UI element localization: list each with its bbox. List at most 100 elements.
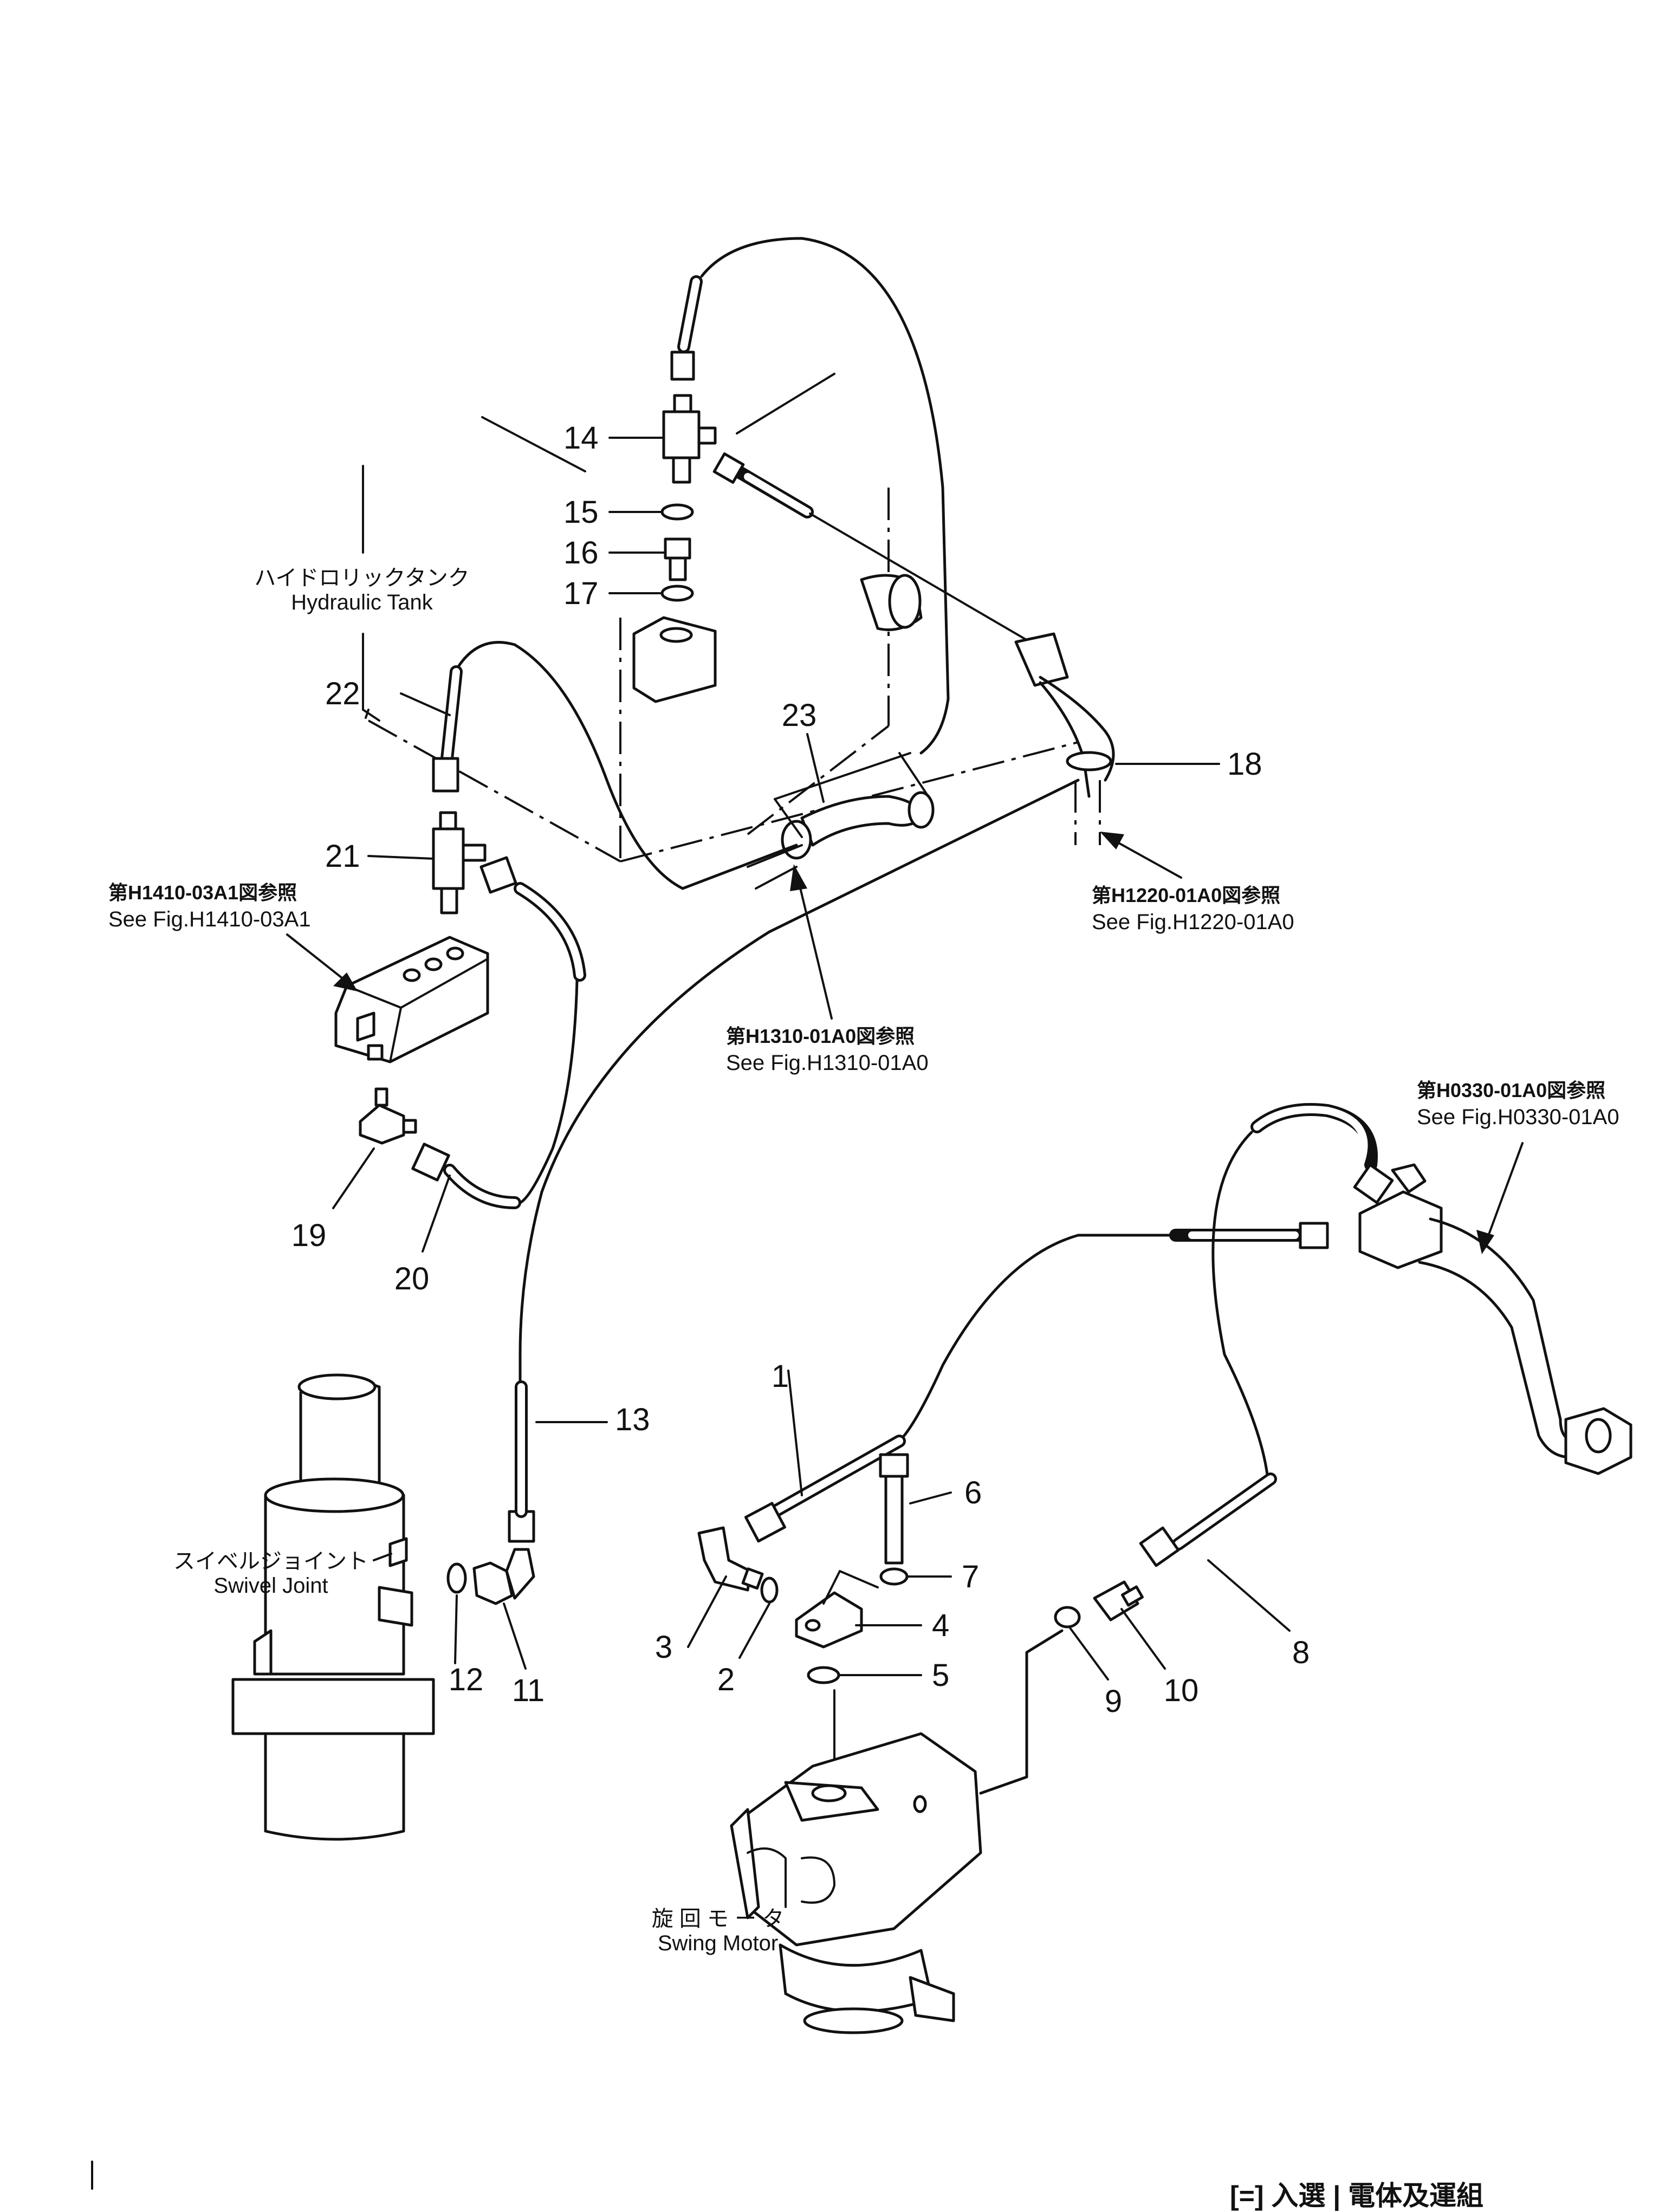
callout-8: 8 — [1292, 1635, 1310, 1670]
ref-h1410-en: See Fig.H1410-03A1 — [108, 907, 311, 931]
washer-7 — [879, 1567, 909, 1586]
ref-h1220-en: See Fig.H1220-01A0 — [1092, 910, 1294, 934]
hose-20-nut — [411, 1143, 450, 1182]
tee-fitting-21 — [432, 827, 465, 890]
callout-5: 5 — [932, 1658, 949, 1693]
callout-11: 11 — [512, 1673, 545, 1708]
o-ring-15 — [660, 503, 694, 521]
clamp-23-right — [908, 791, 935, 829]
hose-tank-to-13 — [519, 779, 1080, 1389]
callout-19: 19 — [291, 1218, 327, 1253]
tee-bottom-nipple — [672, 456, 691, 484]
clamp-23-left — [781, 820, 812, 860]
label-hydraulic-tank-en: Hydraulic Tank — [291, 591, 433, 614]
ref-h0330-jp: 第H0330-01A0図参照 — [1417, 1079, 1605, 1101]
elbow-18-outer — [1039, 676, 1115, 782]
elbow-11 — [472, 1561, 514, 1605]
callout-14: 14 — [563, 420, 599, 456]
callout-4: 4 — [932, 1608, 949, 1643]
bolt-6-head — [879, 1453, 909, 1478]
hose-22-nut — [432, 757, 459, 793]
hose-22-loop — [453, 641, 798, 890]
callout-18: 18 — [1227, 747, 1262, 782]
label-swing-motor-en: Swing Motor — [658, 1931, 778, 1955]
label-swing-motor-jp: 旋 回 モ ー タ — [652, 1907, 784, 1931]
hose-21-nut — [479, 856, 517, 894]
elbow-19-stem — [374, 1087, 388, 1107]
hose-8-nut — [1139, 1526, 1180, 1567]
ref-h0330-en: See Fig.H0330-01A0 — [1417, 1105, 1619, 1129]
callout-16: 16 — [563, 535, 599, 570]
callout-23: 23 — [782, 698, 817, 733]
pipe-upper-flange — [1358, 1190, 1443, 1269]
hose-nut-tee-right — [712, 452, 745, 484]
label-swivel-joint-jp: スイベルジョイント — [173, 1549, 368, 1573]
callout-6: 6 — [964, 1475, 982, 1510]
split-flange-4 — [795, 1591, 863, 1649]
tee-21-top-nipple — [439, 811, 457, 831]
tee-21-bottom-nipple — [440, 887, 458, 914]
o-ring-12 — [446, 1562, 467, 1594]
tank-pipe-end — [888, 574, 922, 629]
leader-lines — [91, 437, 1524, 2190]
figure-references: 第H1410-03A1図参照 See Fig.H1410-03A1 第H1220… — [108, 881, 1619, 1129]
bolt-6-shank — [884, 1475, 904, 1565]
elbow-19 — [359, 1104, 405, 1145]
label-hydraulic-tank-jp: ハイドロリックタンク — [254, 566, 470, 590]
callout-7: 7 — [962, 1559, 979, 1594]
callout-20: 20 — [394, 1261, 430, 1296]
footer-text: [=] 入選 | 電体及運組 — [1230, 2181, 1483, 2211]
o-ring-9 — [1054, 1606, 1081, 1629]
hose-21-to-20 — [519, 979, 579, 1204]
ref-h1310-jp: 第H1310-01A0図参照 — [726, 1025, 915, 1047]
o-ring-17 — [660, 585, 694, 602]
callout-9: 9 — [1105, 1684, 1122, 1719]
hose-8-top-nut — [1353, 1163, 1394, 1204]
motor-pipe — [1358, 1163, 1632, 1475]
callout-10: 10 — [1164, 1673, 1199, 1708]
fitting-stack — [632, 351, 717, 703]
elbow-3-nipple — [741, 1567, 764, 1590]
tee-side-nipple — [697, 426, 717, 445]
callout-12: 12 — [449, 1662, 484, 1697]
callout-13: 13 — [615, 1402, 650, 1437]
valve-body — [334, 936, 489, 1063]
hose-nut-top — [670, 351, 695, 381]
callout-21: 21 — [325, 839, 360, 874]
callout-22: 22 — [325, 676, 360, 711]
elbow-11-up — [505, 1548, 535, 1600]
swivel-port — [388, 1537, 408, 1567]
ref-h1310-en: See Fig.H1310-01A0 — [726, 1051, 929, 1075]
tee-top-nipple — [673, 394, 692, 413]
hose-top-loop — [700, 237, 950, 755]
label-swivel-joint-en: Swivel Joint — [213, 1574, 328, 1598]
elbow-19-nipple — [402, 1119, 417, 1134]
clamp-18 — [1066, 751, 1112, 771]
pipe-clamp-23 — [747, 752, 935, 890]
elbow-18-inner — [1039, 681, 1091, 798]
control-valve-block — [334, 936, 489, 1063]
hose-end-18 — [1014, 632, 1069, 687]
callout-15: 15 — [563, 495, 599, 530]
ref-h1220-jp: 第H1220-01A0図参照 — [1092, 884, 1280, 906]
o-ring-5 — [807, 1666, 840, 1684]
adapter-16 — [664, 537, 691, 560]
adapter-16-stem — [669, 556, 687, 581]
swivel-lower-shaft — [264, 1732, 405, 1841]
tank-port-hole — [659, 627, 693, 643]
callout-2: 2 — [717, 1662, 735, 1697]
tee-21-side-nipple — [462, 844, 487, 862]
tee-fitting-14 — [662, 410, 701, 459]
swing-motor — [730, 1629, 1064, 2034]
ref-h1410-jp: 第H1410-03A1図参照 — [108, 881, 297, 904]
swivel-joint — [231, 1373, 435, 1841]
callout-3: 3 — [655, 1630, 672, 1665]
component-labels: ハイドロリックタンク Hydraulic Tank スイベルジョイント Swiv… — [173, 566, 784, 1955]
clamped-pipe — [800, 795, 923, 847]
o-ring-2 — [760, 1577, 779, 1604]
callout-numbers: 1 2 3 4 5 6 7 8 9 10 11 12 13 14 15 16 1… — [291, 420, 1310, 1719]
tank-port-block — [632, 616, 717, 703]
callout-17: 17 — [563, 576, 599, 611]
hydraulic-tank — [362, 373, 1079, 862]
hose-8-long — [1211, 1131, 1269, 1481]
